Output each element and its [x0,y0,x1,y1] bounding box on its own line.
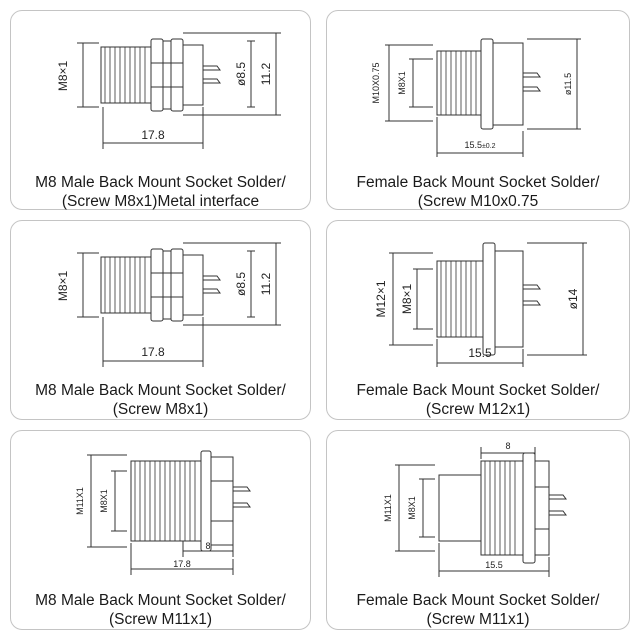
technical-drawing: 8 M11X1 M8X1 15.5 [383,441,567,577]
product-caption: M8 Male Back Mount Socket Solder/ (Screw… [11,173,310,211]
product-caption: M8 Male Back Mount Socket Solder/ (Screw… [11,591,310,629]
dim-thread: M8×1 [400,284,414,315]
product-card-m8-male-m11: M11X1 M8X1 8 17.8 M8 Male Back Mount Soc… [10,430,311,630]
dim-outer-thread: M12×1 [374,280,388,317]
product-card-m8-male-metal: M8×1 ø8.5 11.2 17.8 M8 Male Back Mount S… [10,10,311,210]
dim-small: 8 [205,541,210,551]
product-card-female-m10: M10X0.75 M8X1 ø11.5 15.5±0.2 Female Back… [326,10,630,210]
dim-length: 17.8 [141,128,165,142]
caption-line-1: Female Back Mount Socket Solder/ [356,174,600,191]
product-card-m8-male: M8×1 ø8.5 11.2 17.8 M8 Male Back Mount S… [10,220,311,420]
product-caption: Female Back Mount Socket Solder/ (Screw … [327,173,629,211]
technical-drawing: M12×1 M8×1 ø14 15.5 [374,242,587,367]
dim-thread: M8X1 [99,489,109,513]
caption-line-1: M8 Male Back Mount Socket Solder/ [35,174,286,191]
caption-line-2: (Screw M11x1) [108,611,213,628]
product-caption: Female Back Mount Socket Solder/ (Screw … [327,591,629,629]
dim-dia: ø11.5 [563,73,573,95]
dim-height: 11.2 [259,62,273,85]
technical-drawing: M11X1 M8X1 8 17.8 [75,450,251,575]
caption-line-2: (Screw M11x1) [426,611,530,628]
caption-line-1: M8 Male Back Mount Socket Solder/ [35,592,286,609]
dim-thread: M8X1 [397,71,407,95]
technical-drawing: M8×1 ø8.5 11.2 17.8 [56,32,281,149]
dim-length: 15.5 [485,560,503,570]
dim-pin-dia: ø8.5 [234,272,248,296]
dim-thread: M8X1 [407,496,417,520]
caption-line-1: M8 Male Back Mount Socket Solder/ [35,382,286,399]
dim-outer-thread: M10X0.75 [371,62,381,103]
dim-dia: ø14 [566,288,580,309]
caption-line-2: (Screw M12x1) [425,401,531,418]
product-caption: M8 Male Back Mount Socket Solder/ (Screw… [11,381,310,419]
dim-top: 8 [505,441,510,451]
dim-length: 17.8 [141,345,165,359]
dim-pin-dia: ø8.5 [234,62,248,86]
caption-line-2: (Screw M8x1)Metal interface [61,193,260,210]
dim-height: 11.2 [259,272,273,295]
product-card-female-m11: 8 M11X1 M8X1 15.5 Female Back Mount Sock… [326,430,630,630]
dim-length: 15.5 [468,346,492,360]
technical-drawing: M10X0.75 M8X1 ø11.5 15.5±0.2 [371,38,581,157]
caption-line-2: (Screw M8x1) [112,401,209,418]
caption-line-1: Female Back Mount Socket Solder/ [356,592,600,609]
dim-outer-thread: M11X1 [383,494,393,522]
product-caption: Female Back Mount Socket Solder/ (Screw … [327,381,629,419]
technical-drawing: M8×1 ø8.5 11.2 17.8 [56,242,281,367]
caption-line-2: (Screw M10x0.75 [417,193,539,210]
dim-length: 15.5±0.2 [464,140,495,150]
dim-thread: M8×1 [56,271,70,302]
dim-length: 17.8 [173,559,191,569]
product-card-female-m12: M12×1 M8×1 ø14 15.5 Female Back Mount So… [326,220,630,420]
dim-outer-thread: M11X1 [75,487,85,515]
caption-line-1: Female Back Mount Socket Solder/ [356,382,600,399]
dim-thread: M8×1 [56,61,70,92]
